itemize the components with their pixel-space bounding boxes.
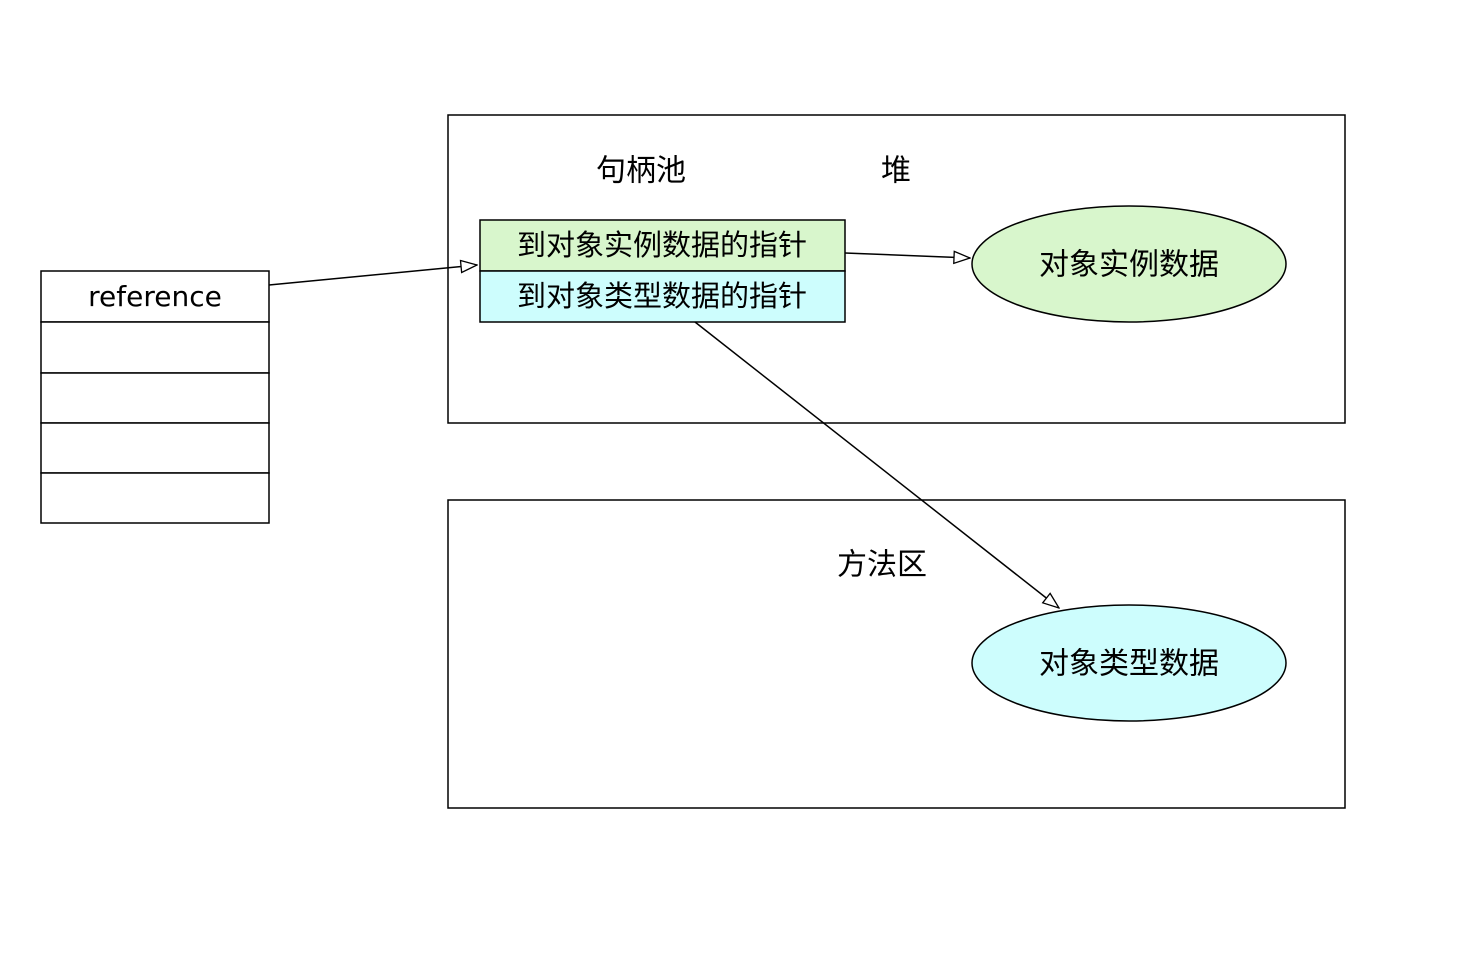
instance-pointer-label: 到对象实例数据的指针 <box>517 228 807 262</box>
reference-row <box>40 422 270 474</box>
type-data-label: 对象类型数据 <box>1039 647 1219 682</box>
instance-pointer-cell <box>479 219 846 272</box>
handle-pool-label: 句柄池 <box>596 154 686 189</box>
reference-row <box>40 321 270 374</box>
type-data-node <box>971 604 1287 722</box>
heap-label: 堆 <box>881 154 911 189</box>
reference-to-handle-arrow <box>268 265 477 286</box>
type-pointer-arrow <box>694 321 1059 608</box>
method-area-label: 方法区 <box>837 548 927 583</box>
reference-row <box>40 472 270 524</box>
instance-data-node <box>971 205 1287 323</box>
reference-row <box>40 372 270 424</box>
reference-header-cell <box>40 270 270 323</box>
reference-table: reference <box>40 270 270 524</box>
type-pointer-cell <box>479 270 846 323</box>
reference-label: reference <box>88 280 222 313</box>
type-pointer-label: 到对象类型数据的指针 <box>517 279 807 313</box>
instance-data-label: 对象实例数据 <box>1039 248 1219 283</box>
instance-pointer-arrow <box>844 253 970 258</box>
